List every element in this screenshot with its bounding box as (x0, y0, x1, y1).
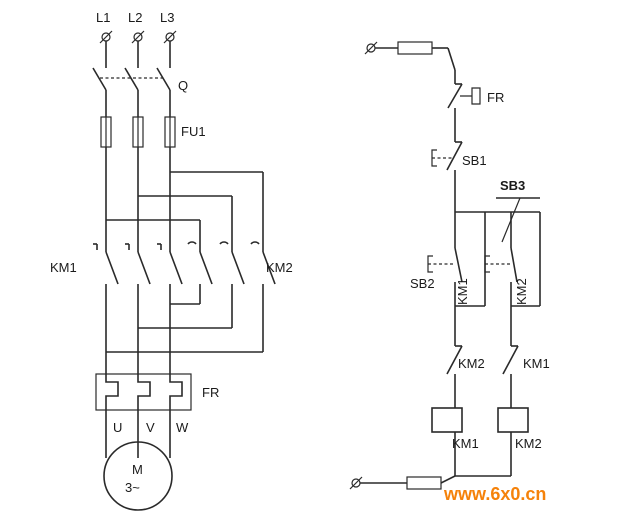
reverse-button-label: SB3 (500, 178, 525, 193)
forward-button-label: SB2 (410, 276, 435, 291)
control-circuit: FR SB1 SB3 SB2 (349, 41, 550, 490)
sb3-leader-line (501, 197, 521, 243)
fr-contact-label: FR (487, 90, 504, 105)
terminal-v: V (146, 420, 155, 435)
phase-label-l2: L2 (128, 10, 142, 25)
km2-label: KM2 (266, 260, 293, 275)
coil-km1-label: KM1 (452, 436, 479, 451)
km2-main-contacts (187, 241, 276, 285)
reverse-button-sb3 (484, 247, 518, 306)
km2-holding-label: KM2 (514, 278, 529, 305)
km2-holding-contact: KM2 (514, 248, 541, 306)
branch-join (454, 305, 540, 346)
phase-label-l3: L3 (160, 10, 174, 25)
stop-button-label: SB1 (462, 153, 487, 168)
motor-leads (105, 410, 171, 458)
breaker-label: Q (178, 78, 188, 93)
terminal-u: U (113, 420, 122, 435)
km1-holding-label: KM1 (455, 278, 470, 305)
motor: M 3~ (103, 441, 173, 511)
coil-km1 (431, 407, 463, 476)
interlock-km1-label: KM1 (523, 356, 550, 371)
phase-wires-middle (105, 147, 171, 252)
thermal-overload-fr (95, 373, 192, 411)
breaker-q (92, 67, 171, 117)
watermark-text: www.6x0.cn (443, 484, 546, 504)
km2-output-wiring (106, 284, 264, 353)
phase-wires-lower (105, 352, 171, 374)
coil-km2-label: KM2 (515, 436, 542, 451)
branch-bus (454, 211, 541, 248)
fr-nc-contact (447, 83, 481, 142)
km1-main-contacts (93, 243, 183, 352)
km1-holding-contact: KM1 (455, 248, 486, 306)
control-supply-top (364, 41, 456, 84)
control-supply-bottom (349, 475, 511, 490)
interlock-km2-nc (446, 345, 463, 408)
coil-km2 (497, 407, 529, 476)
fuse-label: FU1 (181, 124, 206, 139)
motor-phase-text: 3~ (125, 480, 140, 495)
interlock-km1-nc (502, 345, 519, 408)
interlock-km2-label: KM2 (458, 356, 485, 371)
fuses-fu1 (100, 116, 176, 148)
km2-feed-wiring (106, 171, 264, 252)
stop-button-sb1 (431, 141, 463, 212)
supply-wires (105, 41, 171, 68)
terminal-w: W (176, 420, 189, 435)
overload-label: FR (202, 385, 219, 400)
motor-letter: M (132, 462, 143, 477)
main-circuit: L1 L2 L3 Q (50, 10, 293, 511)
forward-button-sb2 (427, 247, 463, 306)
km1-label: KM1 (50, 260, 77, 275)
phase-label-l1: L1 (96, 10, 110, 25)
